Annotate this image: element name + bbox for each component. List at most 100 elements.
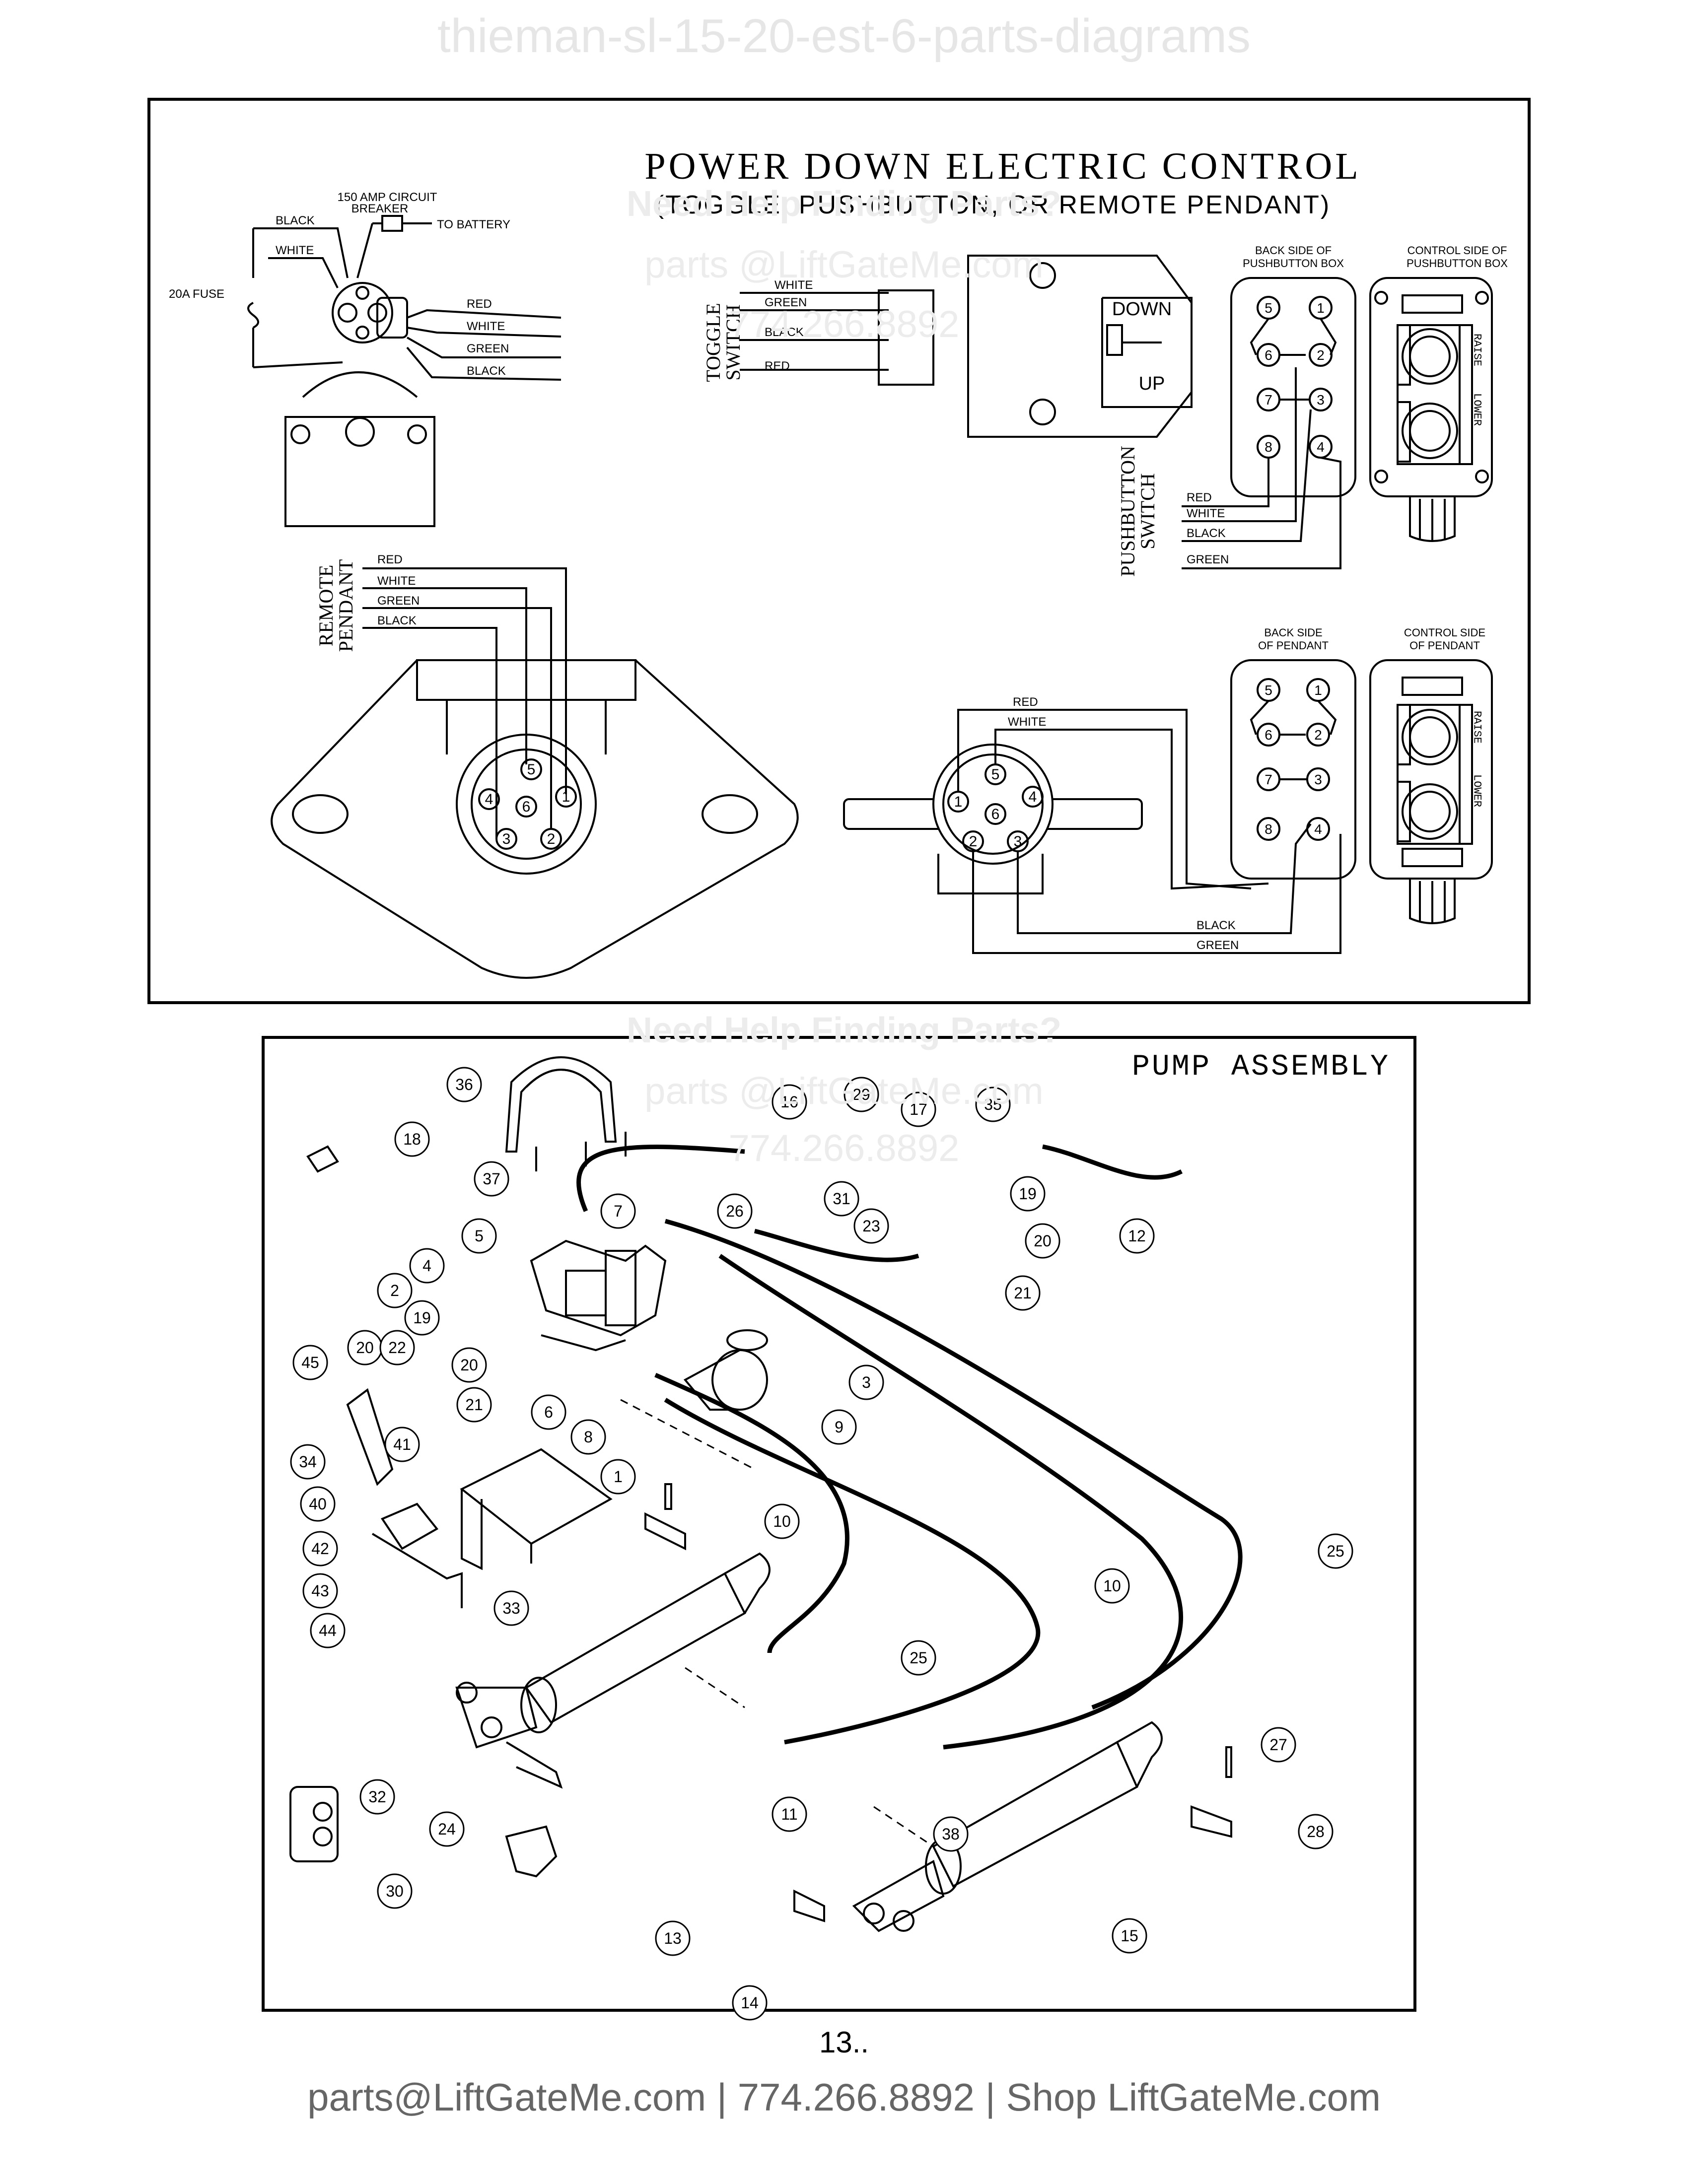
pushbutton-ctrl-label-2: PUSHBUTTON BOX	[1407, 257, 1508, 270]
pendant-control-box	[1369, 659, 1493, 924]
motor-wire-black-1: BLACK	[276, 214, 315, 227]
callout-19-a: 19	[1019, 1185, 1037, 1203]
callout-11: 11	[781, 1805, 797, 1823]
pd-wire-white: WHITE	[1008, 715, 1046, 729]
pd-wire-red: RED	[1013, 695, 1038, 709]
pb-wire-green: GREEN	[1187, 553, 1229, 566]
callout-20-b: 20	[356, 1339, 374, 1357]
callout-30: 30	[386, 1882, 404, 1900]
callout-20-c: 20	[460, 1356, 478, 1374]
part-callouts	[290, 1067, 1353, 2021]
toggle-wire-white: WHITE	[774, 278, 813, 292]
pb-terminal-3: 3	[1317, 392, 1325, 408]
pendant-plug-right	[843, 659, 1356, 954]
socket-pin-6: 6	[522, 799, 531, 815]
pd-terminal-3: 3	[1314, 772, 1322, 787]
pendant-ctrl-label-2: OF PENDANT	[1409, 639, 1480, 652]
pd-wire-black: BLACK	[1196, 919, 1236, 932]
pd-terminal-8: 8	[1265, 821, 1272, 837]
remote-pendant-label-1: REMOTE	[315, 565, 337, 646]
motor-breaker-diagram	[247, 215, 562, 527]
motor-wire-green: GREEN	[467, 342, 509, 355]
callout-25-b: 25	[910, 1649, 927, 1667]
callout-2: 2	[390, 1282, 399, 1299]
watermark-email-1: parts @LiftGateMe.com	[644, 244, 1044, 286]
plug-pin-1: 1	[954, 794, 963, 810]
pushbutton-back-box	[1182, 277, 1356, 569]
pd-lower-label: LOWER	[1471, 774, 1483, 807]
breaker-label-1: 150 AMP CIRCUIT	[338, 191, 437, 204]
pendant-ctrl-label-1: CONTROL SIDE	[1404, 626, 1485, 639]
pushbutton-back-label-1: BACK SIDE OF	[1255, 244, 1332, 257]
pd-terminal-4: 4	[1314, 821, 1322, 837]
pb-terminal-7: 7	[1265, 392, 1272, 408]
pb-terminal-8: 8	[1265, 439, 1272, 455]
plug-pin-3: 3	[1014, 833, 1022, 850]
callout-21-a: 21	[1014, 1284, 1032, 1302]
socket-pin-4: 4	[485, 791, 493, 808]
pump-assembly-panel: PUMP ASSEMBLY	[262, 1036, 1416, 2021]
pd-terminal-2: 2	[1314, 727, 1322, 743]
pb-lower-label: LOWER	[1471, 393, 1483, 426]
pendant-back-label-2: OF PENDANT	[1258, 639, 1329, 652]
pd-terminal-7: 7	[1265, 772, 1272, 787]
callout-29: 29	[852, 1086, 870, 1103]
pb-terminal-6: 6	[1265, 347, 1272, 363]
callout-3: 3	[862, 1373, 871, 1391]
hydraulic-hoses	[576, 1144, 1243, 1750]
part-callout-numbers: 36 18 37 16 29 17 35 7 26 31 19 12 5 23 …	[299, 1076, 1344, 2012]
pendant-back-label-1: BACK SIDE	[1264, 626, 1322, 639]
socket-pin-1: 1	[562, 789, 570, 805]
hydraulic-cylinder-lower	[793, 1721, 1232, 1932]
toggle-wire-red: RED	[765, 359, 790, 373]
callout-34: 34	[299, 1453, 317, 1471]
toggle-up-label: UP	[1139, 373, 1165, 394]
electric-panel-border	[147, 98, 1531, 1004]
pendant-wire-red: RED	[377, 553, 403, 566]
pd-terminal-5: 5	[1265, 682, 1272, 698]
battery-label: TO BATTERY	[437, 218, 510, 231]
pb-wire-white: WHITE	[1187, 507, 1225, 520]
callout-15: 15	[1121, 1927, 1138, 1945]
motor-wire-white-1: WHITE	[276, 244, 314, 257]
footer-contact: parts@LiftGateMe.com | 774.266.8892 | Sh…	[307, 2075, 1381, 2119]
callout-4: 4	[422, 1257, 431, 1275]
callout-31: 31	[833, 1190, 850, 1208]
toggle-down-label: DOWN	[1112, 299, 1172, 320]
pd-raise-label: RAISE	[1471, 711, 1483, 744]
pushbutton-switch-label-1: PUSHBUTTON	[1117, 446, 1139, 577]
watermark-email-2: parts @LiftGateMe.com	[644, 1070, 1044, 1112]
callout-17: 17	[910, 1100, 927, 1118]
hydraulic-cylinder-upper	[455, 1552, 771, 1789]
watermark-phone-2: 774.266.8892	[728, 1127, 960, 1169]
pb-terminal-5: 5	[1265, 300, 1272, 316]
plug-pin-5: 5	[991, 766, 1000, 783]
callout-24: 24	[438, 1820, 456, 1838]
electric-control-panel: POWER DOWN ELECTRIC CONTROL (TOGGLE, PUS…	[147, 98, 1531, 1004]
pendant-wire-white: WHITE	[377, 574, 416, 588]
watermark-help-1: Need Help Finding Parts?	[626, 184, 1062, 224]
socket-pin-2: 2	[547, 831, 556, 847]
callout-8: 8	[584, 1428, 593, 1446]
callout-13: 13	[664, 1929, 682, 1947]
socket-pin-5: 5	[527, 761, 536, 778]
callout-5: 5	[475, 1227, 484, 1245]
breaker-label-2: BREAKER	[352, 202, 409, 215]
pendant-wire-black: BLACK	[377, 614, 417, 627]
motor-wire-white-2: WHITE	[467, 320, 505, 333]
toggle-switch-diagram	[740, 255, 1193, 438]
callout-37: 37	[483, 1170, 500, 1188]
pushbutton-back-label-2: PUSHBUTTON BOX	[1243, 257, 1344, 270]
callout-26: 26	[726, 1202, 744, 1220]
pb-terminal-1: 1	[1317, 300, 1325, 316]
page-number: 13..	[819, 2026, 869, 2059]
solenoid-box	[346, 1388, 463, 1608]
callout-10-b: 10	[1103, 1577, 1121, 1595]
pb-raise-label: RAISE	[1471, 334, 1483, 366]
callout-25-a: 25	[1327, 1542, 1344, 1560]
callout-43: 43	[311, 1582, 329, 1600]
toggle-label-1: TOGGLE	[702, 303, 724, 382]
pump-panel-border	[262, 1036, 1416, 2012]
callout-12: 12	[1128, 1227, 1146, 1245]
